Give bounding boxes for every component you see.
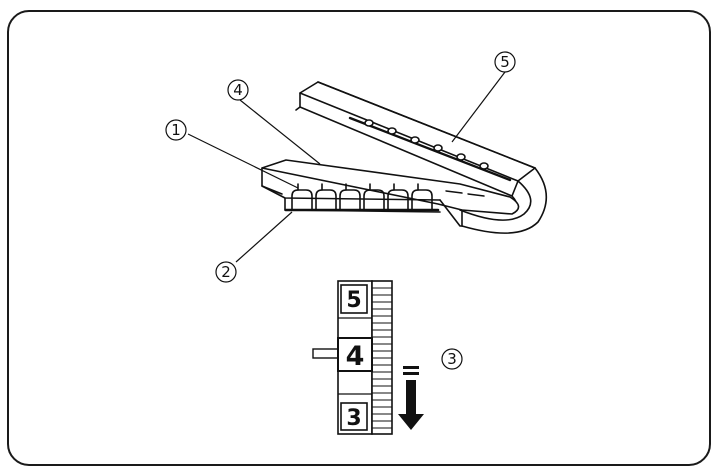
dial-number-selected: 4 [346,341,365,372]
callout-3: 3 [441,348,463,370]
svg-text:5: 5 [500,53,510,71]
svg-text:1: 1 [171,121,181,139]
callout-1: 1 [165,119,187,141]
svg-text:4: 4 [233,81,243,99]
top-fabric-layer [295,81,548,234]
bottom-fabric-layer [261,159,520,227]
dial-pointer [312,348,340,359]
callout-leaders [187,71,506,263]
top-stitch-line [348,116,512,182]
svg-text:2: 2 [221,263,231,281]
svg-text:3: 3 [447,350,457,368]
callout-2: 2 [215,261,237,283]
callout-4: 4 [227,79,249,101]
fabric-illustration [261,81,548,234]
dial-number-top: 5 [346,288,361,313]
turn-direction-arrow [398,366,424,430]
dial-number-bottom: 3 [346,406,361,431]
callout-5: 5 [494,51,516,73]
stitch-width-dial: 5 4 3 [312,280,393,435]
blind-hem-stitches [284,183,485,212]
